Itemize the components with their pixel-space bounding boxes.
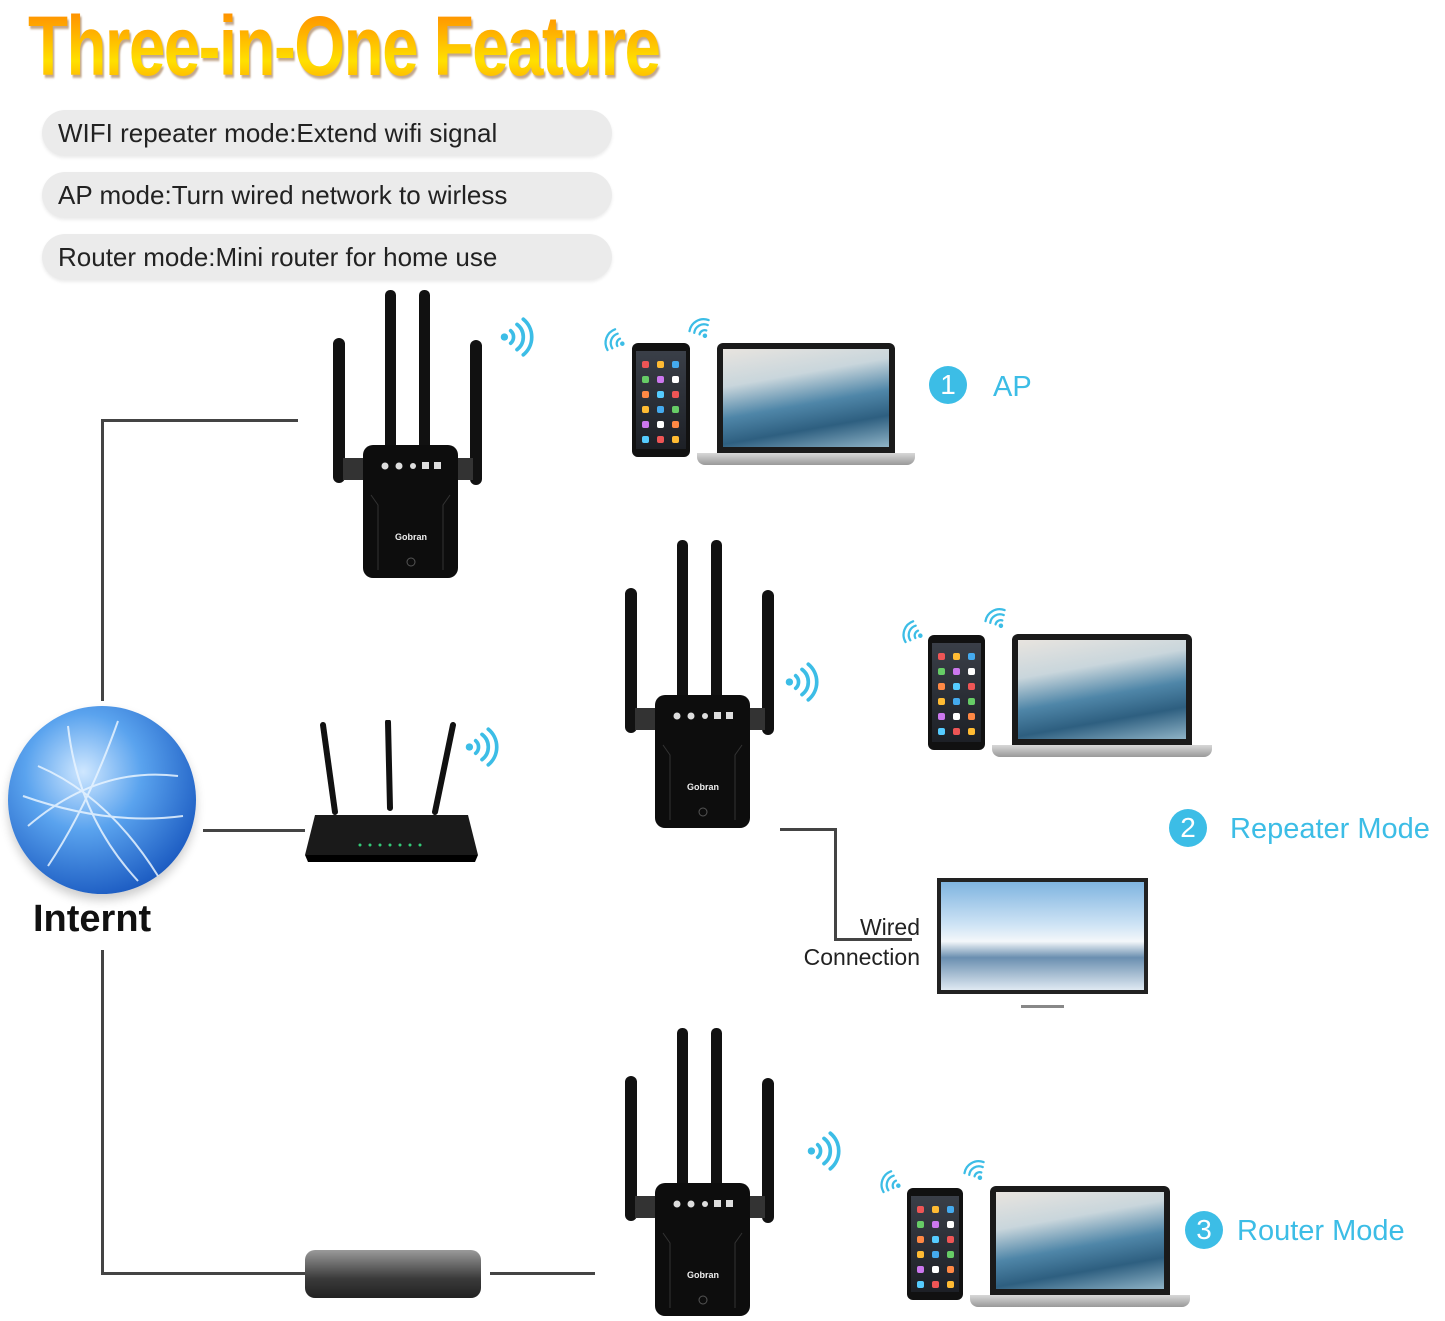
wifi-signal-icon [878,1170,904,1201]
wifi-signal-icon [781,661,823,708]
laptop [992,634,1212,757]
wifi-signal-icon [803,1130,845,1177]
mode-number-badge: 2 [1169,809,1207,847]
mode-number-badge: 1 [929,366,967,404]
feature-ap-mode: AP mode:Turn wired network to wirless [42,172,612,218]
extender-router: Gobran [625,1028,775,1316]
mode-label-ap: AP [993,371,1032,403]
wifi-signal-icon [688,316,714,347]
wired-label-line2: Connection [803,944,920,970]
main-router [305,720,478,865]
internet-label: Internt [33,898,152,940]
internet-globe-icon [8,706,196,894]
smartphone [928,635,985,750]
smartphone [907,1188,963,1300]
brand-label: Gobran [687,782,719,792]
extender-ap: Gobran [333,290,483,578]
connection-line [101,1272,305,1275]
mode-number-badge: 3 [1185,1211,1223,1249]
feature-router-mode: Router mode:Mini router for home use [42,234,612,280]
television [937,878,1148,1008]
connection-line [101,950,104,1275]
laptop [697,343,915,465]
laptop [970,1186,1190,1307]
connection-line [101,419,104,701]
wired-label-line1: Wired [859,914,920,940]
wifi-signal-icon [602,328,628,359]
wired-line [834,938,912,941]
connection-line [203,829,305,832]
wifi-signal-icon [900,620,926,651]
wifi-signal-icon [963,1158,989,1189]
wifi-signal-icon [461,726,503,773]
wifi-signal-icon [984,606,1010,637]
wired-line [834,828,837,941]
wired-line [780,828,836,831]
mode-label-router: Router Mode [1237,1215,1405,1247]
brand-label: Gobran [687,1270,719,1280]
wifi-signal-icon [496,316,538,363]
extender-repeater: Gobran [625,540,775,828]
connection-line [101,419,298,422]
smartphone [632,343,690,457]
modem [305,1250,481,1298]
wired-connection-label: Wired Connection [790,912,920,972]
mode-label-repeater: Repeater Mode [1230,813,1430,845]
feature-repeater-mode: WIFI repeater mode:Extend wifi signal [42,110,612,156]
brand-label: Gobran [395,532,427,542]
connection-line [490,1272,595,1275]
page-title: Three-in-One Feature [28,0,661,93]
